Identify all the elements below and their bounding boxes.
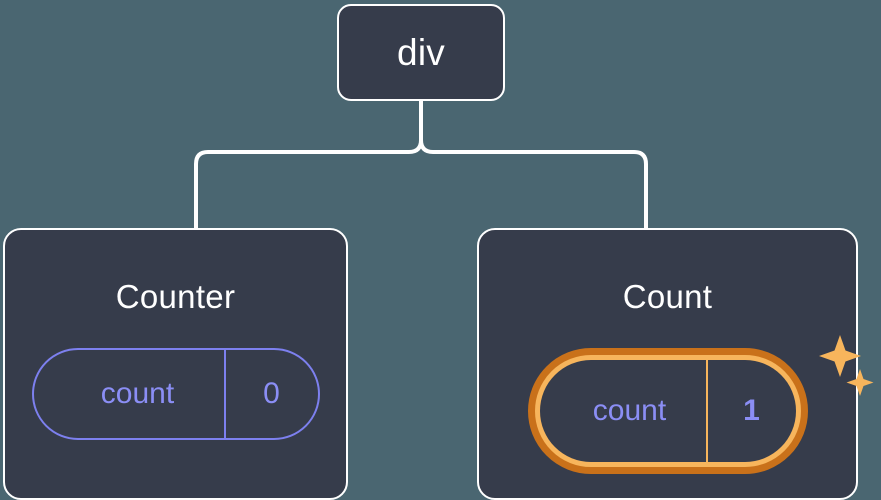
sparkles-group xyxy=(818,335,873,396)
node-div-label: div xyxy=(397,32,445,73)
prop-pill-counter[interactable]: count 0 xyxy=(31,348,320,440)
prop-pill-counter-wrap: count 0 xyxy=(31,348,320,440)
node-count[interactable]: Count count 1 xyxy=(477,228,873,500)
node-counter-label: Counter xyxy=(115,278,236,315)
node-counter[interactable]: Counter count 0 xyxy=(3,228,348,500)
prop-value: 0 xyxy=(223,350,318,438)
sparkle-small-icon xyxy=(846,369,873,396)
prop-pill-count-inner: count 1 xyxy=(539,360,796,462)
prop-pill-count[interactable]: count 1 xyxy=(527,348,808,474)
connector-to-count xyxy=(419,99,648,230)
prop-pill-count-wrap: count 1 xyxy=(527,335,873,474)
node-count-label: Count xyxy=(622,278,713,315)
prop-value: 1 xyxy=(705,360,796,462)
prop-key: count xyxy=(100,377,175,410)
prop-key: count xyxy=(592,394,667,427)
node-div[interactable]: div xyxy=(337,4,505,101)
sparkle-large-icon xyxy=(818,335,861,377)
connector-to-counter xyxy=(194,99,423,230)
